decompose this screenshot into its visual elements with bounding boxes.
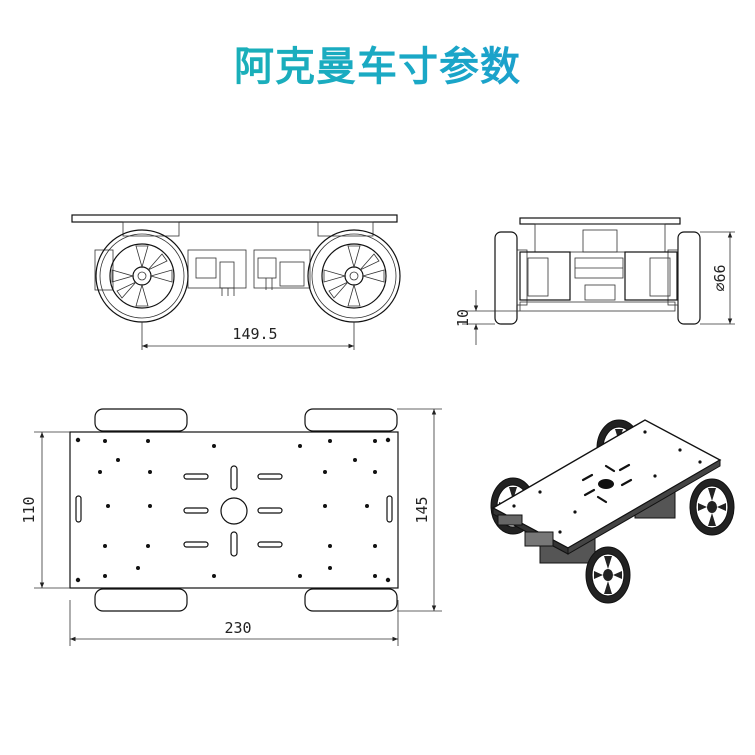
wheel-diameter-label: ∅66	[711, 264, 729, 291]
top-plate-outline	[69, 431, 399, 589]
top-left-rear-tire	[94, 588, 188, 612]
steering-servo-right	[253, 249, 311, 289]
top-view: 110 145 230	[20, 408, 442, 646]
chassis-frame	[534, 223, 666, 253]
bottom-plate	[519, 301, 676, 312]
wheelbase-label: 149.5	[232, 325, 277, 343]
inner-width-label: 110	[20, 496, 38, 523]
top-right-front-tire	[304, 408, 398, 432]
left-motor-block	[519, 251, 571, 301]
rear-bracket	[317, 221, 374, 237]
front-wheel	[95, 229, 189, 323]
left-tire	[494, 231, 518, 325]
side-view: 149.5	[71, 214, 401, 350]
iso-center-hole	[598, 479, 614, 489]
outer-width-label: 145	[413, 496, 431, 523]
isometric-view	[490, 419, 735, 604]
top-right-rear-tire	[304, 588, 398, 612]
steering-servo-left	[187, 249, 247, 289]
right-motor-block	[624, 251, 678, 301]
front-view: ∅66 10	[454, 217, 735, 345]
front-bracket	[122, 221, 180, 237]
right-tire	[677, 231, 701, 325]
front-top-plate	[519, 217, 681, 225]
top-plate	[71, 214, 398, 223]
top-left-front-tire	[94, 408, 188, 432]
center-hole	[220, 497, 248, 525]
iso-wheel-front-right	[689, 478, 735, 536]
ground-clearance-label: 10	[454, 309, 472, 327]
iso-wheel-front-left	[585, 546, 631, 604]
page-title: 阿克曼车寸参数	[0, 34, 755, 92]
rear-wheel	[307, 229, 401, 323]
length-label: 230	[224, 619, 251, 637]
